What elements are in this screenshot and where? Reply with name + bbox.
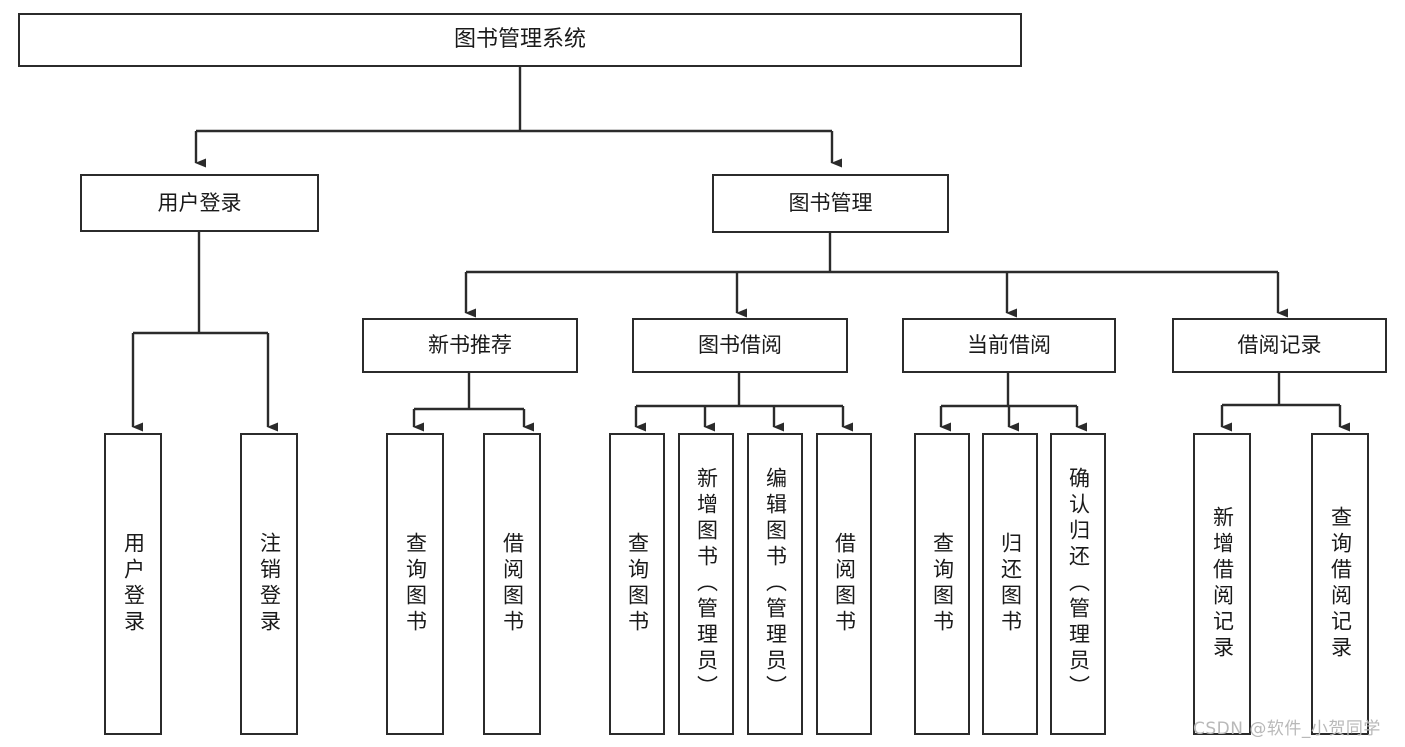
node-label: 借阅图书: [832, 532, 857, 636]
node-book-management[interactable]: 图书管理: [712, 174, 949, 233]
node-leaf-query-borrow-record[interactable]: 查询借阅记录: [1311, 433, 1369, 735]
node-label: 查询图书: [625, 532, 650, 636]
node-label: 新增图书（管理员）: [694, 467, 719, 701]
node-leaf-edit-book[interactable]: 编辑图书（管理员）: [747, 433, 803, 735]
node-label: 新增借阅记录: [1210, 506, 1235, 662]
node-root-system[interactable]: 图书管理系统: [18, 13, 1022, 67]
node-leaf-borrow-book[interactable]: 借阅图书: [816, 433, 872, 735]
node-label: 查询借阅记录: [1328, 506, 1353, 662]
csdn-watermark: CSDN @软件_小贺同学: [1193, 719, 1381, 739]
node-label: 编辑图书（管理员）: [763, 467, 788, 701]
node-new-book-recommend[interactable]: 新书推荐: [362, 318, 578, 373]
node-borrow-record[interactable]: 借阅记录: [1172, 318, 1387, 373]
node-label: 注销登录: [257, 532, 282, 636]
node-label: 图书管理: [788, 191, 873, 216]
node-label: 图书管理系统: [453, 27, 586, 53]
node-leaf-query-book-borrow[interactable]: 查询图书: [609, 433, 665, 735]
node-label: 新书推荐: [428, 333, 512, 358]
node-leaf-return-book[interactable]: 归还图书: [982, 433, 1038, 735]
node-label: 借阅图书: [500, 532, 525, 636]
node-user-login[interactable]: 用户登录: [80, 174, 319, 232]
node-leaf-borrow-book-recommend[interactable]: 借阅图书: [483, 433, 541, 735]
node-label: 用户登录: [157, 190, 242, 215]
node-label: 当前借阅: [967, 333, 1051, 358]
node-book-borrow[interactable]: 图书借阅: [632, 318, 848, 373]
node-current-borrow[interactable]: 当前借阅: [902, 318, 1116, 373]
node-leaf-query-book-recommend[interactable]: 查询图书: [386, 433, 444, 735]
node-leaf-logout-login[interactable]: 注销登录: [240, 433, 298, 735]
node-label: 借阅记录: [1237, 333, 1322, 358]
node-leaf-confirm-return[interactable]: 确认归还（管理员）: [1050, 433, 1106, 735]
node-leaf-add-book[interactable]: 新增图书（管理员）: [678, 433, 734, 735]
node-label: 查询图书: [403, 532, 428, 636]
node-leaf-query-book-current[interactable]: 查询图书: [914, 433, 970, 735]
node-label: 图书借阅: [698, 333, 782, 358]
node-label: 确认归还（管理员）: [1066, 467, 1091, 701]
node-label: 查询图书: [930, 532, 955, 636]
node-leaf-user-login[interactable]: 用户登录: [104, 433, 162, 735]
node-label: 归还图书: [998, 532, 1023, 636]
node-leaf-add-borrow-record[interactable]: 新增借阅记录: [1193, 433, 1251, 735]
node-label: 用户登录: [121, 532, 146, 636]
